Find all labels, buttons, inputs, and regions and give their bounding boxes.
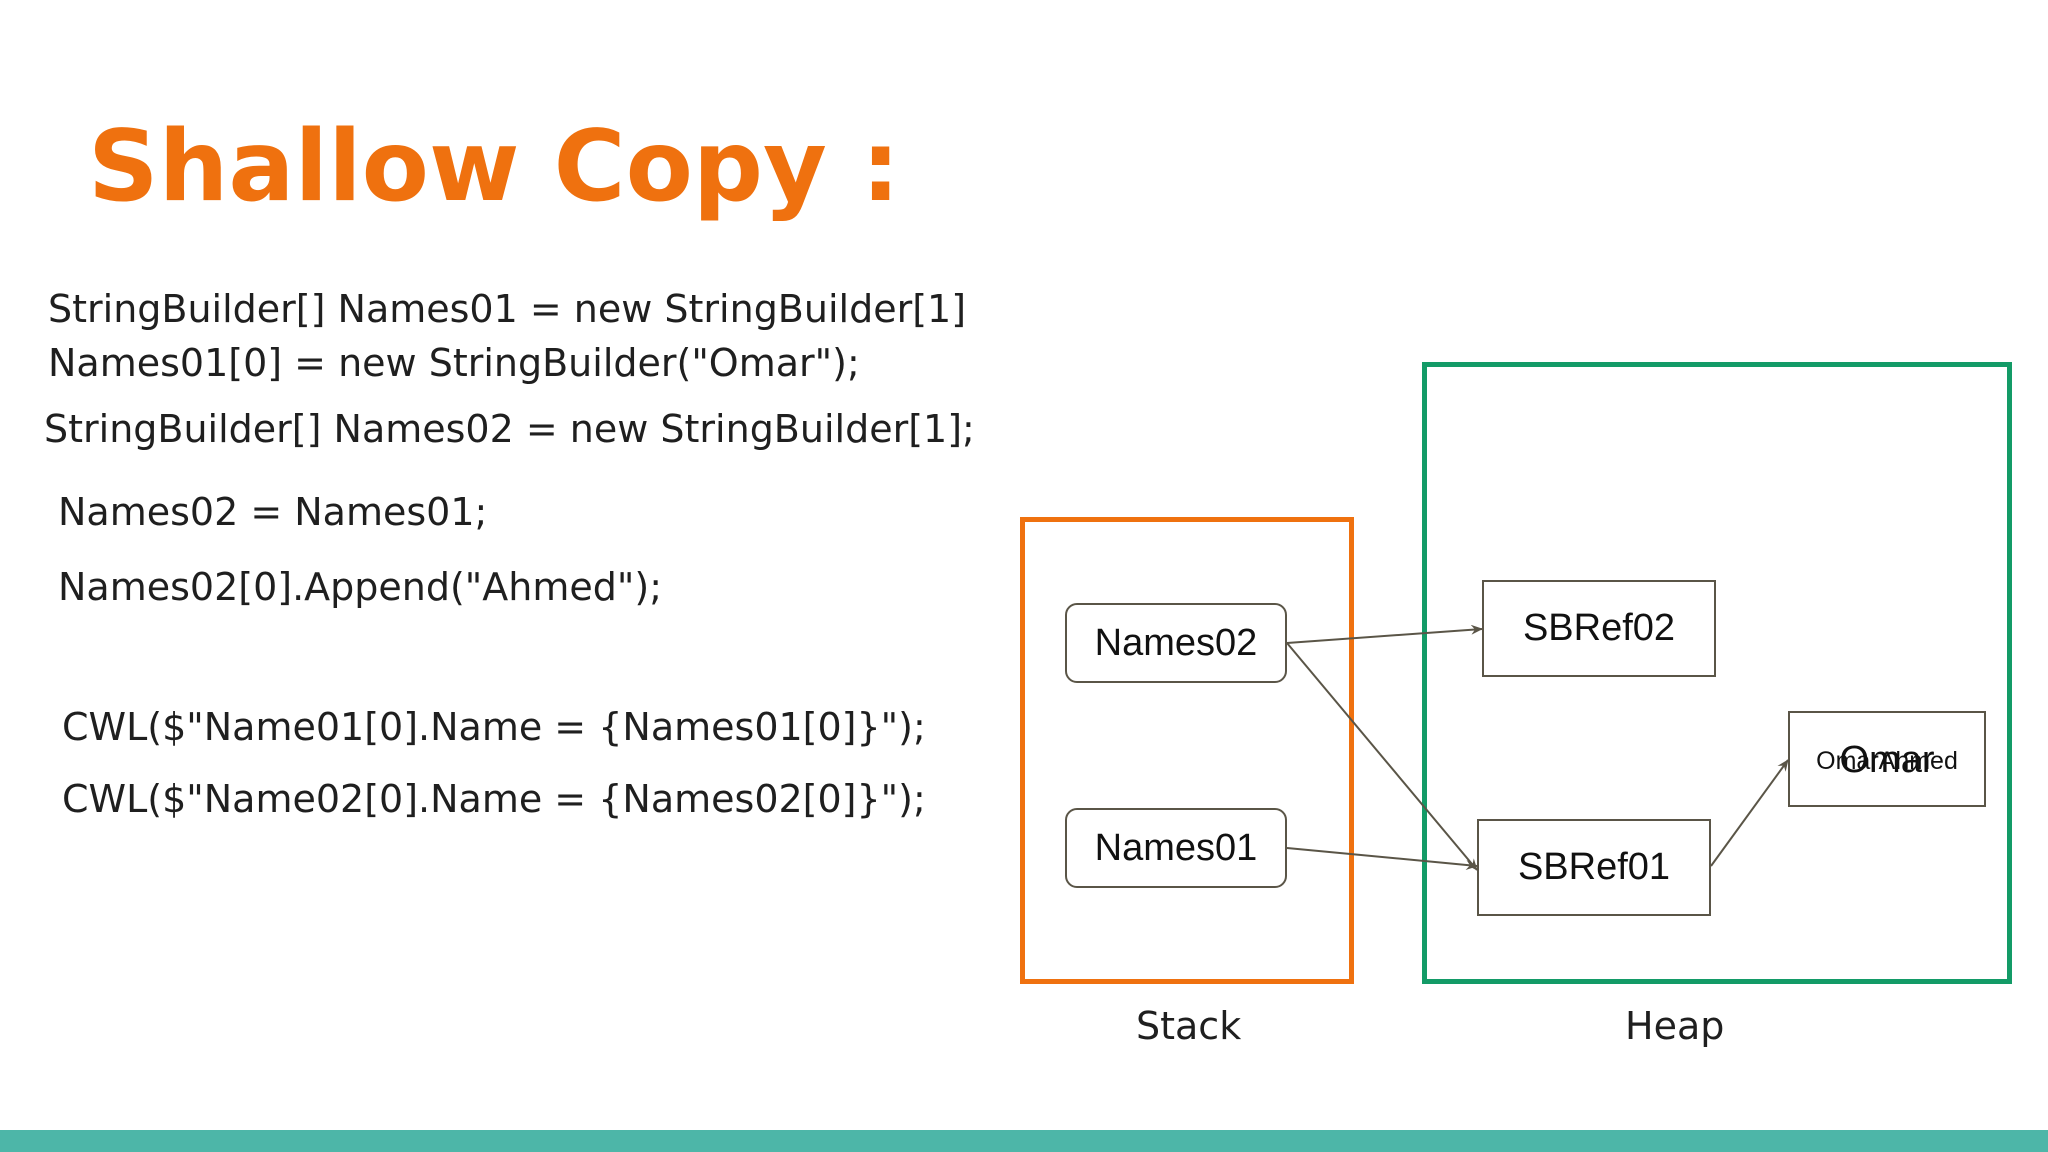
code-line-7: CWL($"Name02[0].Name = {Names02[0]}"); — [62, 777, 926, 821]
stack-label: Stack — [1136, 1004, 1242, 1048]
heap-label: Heap — [1625, 1004, 1725, 1048]
code-line-5: Names02[0].Append("Ahmed"); — [58, 565, 662, 609]
arrow-names02-to-sbref02 — [1286, 624, 1483, 644]
heap-region — [1422, 362, 2012, 984]
heap-node-sbref02: SBRef02 — [1482, 580, 1716, 677]
stack-node-names02: Names02 — [1065, 603, 1287, 683]
string-value-new: OmarAhmed — [1816, 747, 1958, 775]
footer-bar — [0, 1130, 2048, 1152]
heap-node-string-value: Omar OmarAhmed — [1788, 711, 1986, 807]
stack-region — [1020, 517, 1354, 984]
code-line-1: StringBuilder[] Names01 = new StringBuil… — [48, 287, 967, 331]
code-line-4: Names02 = Names01; — [58, 490, 488, 534]
slide-title: Shallow Copy : — [88, 110, 901, 224]
code-line-3: StringBuilder[] Names02 = new StringBuil… — [44, 407, 975, 451]
arrow-names02-to-sbref01 — [1286, 642, 1478, 871]
code-line-6: CWL($"Name01[0].Name = {Names01[0]}"); — [62, 705, 926, 749]
arrow-names01-to-sbref01 — [1286, 847, 1478, 870]
arrow-sbref01-to-string — [1710, 759, 1789, 867]
stack-node-names01: Names01 — [1065, 808, 1287, 888]
heap-node-sbref01: SBRef01 — [1477, 819, 1711, 916]
string-value-old: Omar — [1839, 739, 1935, 781]
code-line-2: Names01[0] = new StringBuilder("Omar"); — [48, 341, 860, 385]
